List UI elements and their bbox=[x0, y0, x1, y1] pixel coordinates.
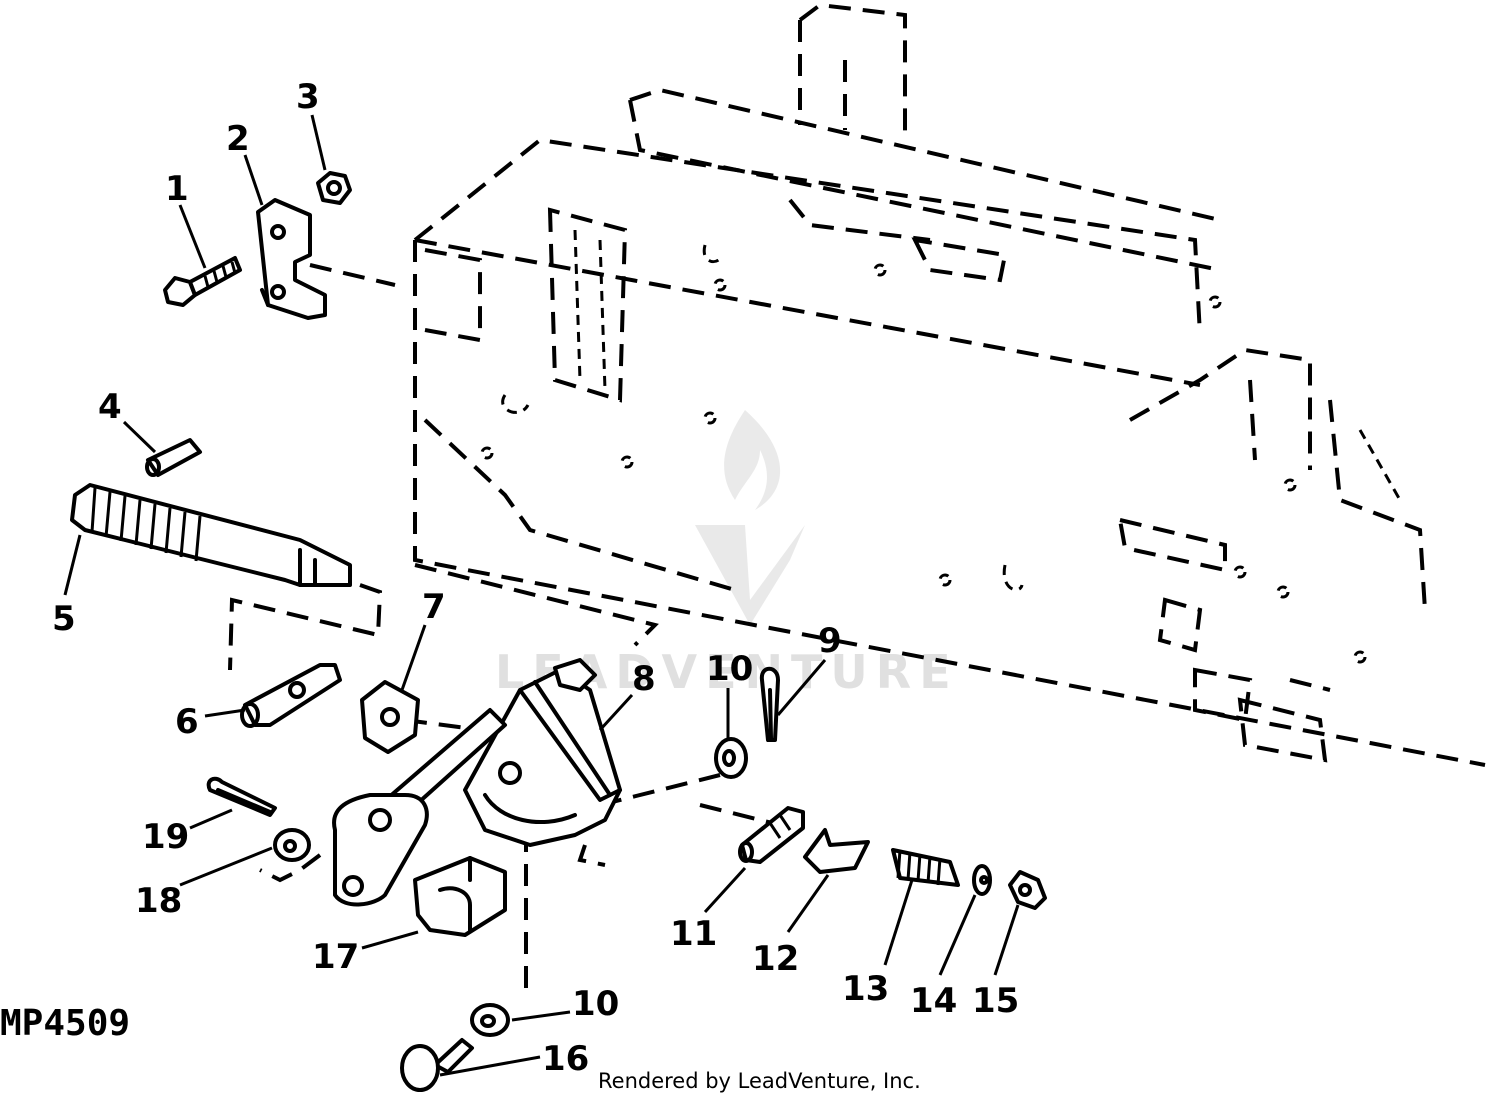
part-11-pin bbox=[738, 806, 805, 864]
part-6-pin bbox=[240, 663, 342, 728]
callout-7: 7 bbox=[422, 587, 446, 627]
callout-leader-lines bbox=[63, 114, 1020, 1077]
callout-9: 9 bbox=[818, 621, 842, 661]
callout-16: 16 bbox=[542, 1039, 589, 1079]
callout-11: 11 bbox=[670, 914, 717, 954]
part-8-lever-assembly bbox=[332, 658, 622, 907]
callout-17: 17 bbox=[312, 937, 359, 977]
part-2-bracket bbox=[256, 198, 327, 320]
callout-2: 2 bbox=[226, 119, 250, 159]
part-17-bushing bbox=[413, 856, 507, 937]
callout-18: 18 bbox=[135, 881, 182, 921]
callout-14: 14 bbox=[910, 981, 957, 1021]
part-4-pin bbox=[145, 438, 202, 477]
drawing-id: MP4509 bbox=[0, 1003, 130, 1044]
callout-8: 8 bbox=[632, 659, 656, 699]
callout-10-upper: 10 bbox=[706, 649, 753, 689]
callout-1: 1 bbox=[165, 169, 189, 209]
callout-12: 12 bbox=[752, 939, 799, 979]
part-18-washer bbox=[273, 828, 311, 862]
part-5-threaded-shaft bbox=[70, 483, 352, 587]
callout-labels: 1 2 3 4 5 6 7 8 9 10 10 11 12 13 14 15 1… bbox=[52, 77, 1019, 1079]
frame-phantom-outline bbox=[413, 2, 1486, 767]
part-3-nut bbox=[316, 171, 352, 205]
render-credit: Rendered by LeadVenture, Inc. bbox=[598, 1069, 921, 1093]
part-10-washer-lower bbox=[470, 1003, 510, 1037]
part-15-nut bbox=[1008, 870, 1047, 910]
part-1-cap-screw bbox=[163, 256, 242, 307]
callout-5: 5 bbox=[52, 599, 76, 639]
callout-4: 4 bbox=[98, 387, 122, 427]
part-7-square-nut bbox=[360, 680, 420, 754]
callout-13: 13 bbox=[842, 969, 889, 1009]
callout-19: 19 bbox=[142, 817, 189, 857]
callout-3: 3 bbox=[296, 77, 320, 117]
part-14-washer bbox=[972, 864, 992, 896]
part-19-cotter-pin bbox=[206, 776, 277, 817]
callout-15: 15 bbox=[972, 981, 1019, 1021]
part-9-cotter-pin bbox=[759, 666, 780, 742]
part-16-clevis-pin bbox=[400, 1038, 474, 1092]
assembly-centerlines bbox=[228, 263, 801, 1000]
part-10-washer-upper bbox=[714, 737, 748, 779]
part-13-spring bbox=[891, 848, 960, 887]
part-12-spring-clip bbox=[803, 828, 870, 874]
callout-6: 6 bbox=[175, 702, 199, 742]
callout-10-lower: 10 bbox=[572, 984, 619, 1024]
